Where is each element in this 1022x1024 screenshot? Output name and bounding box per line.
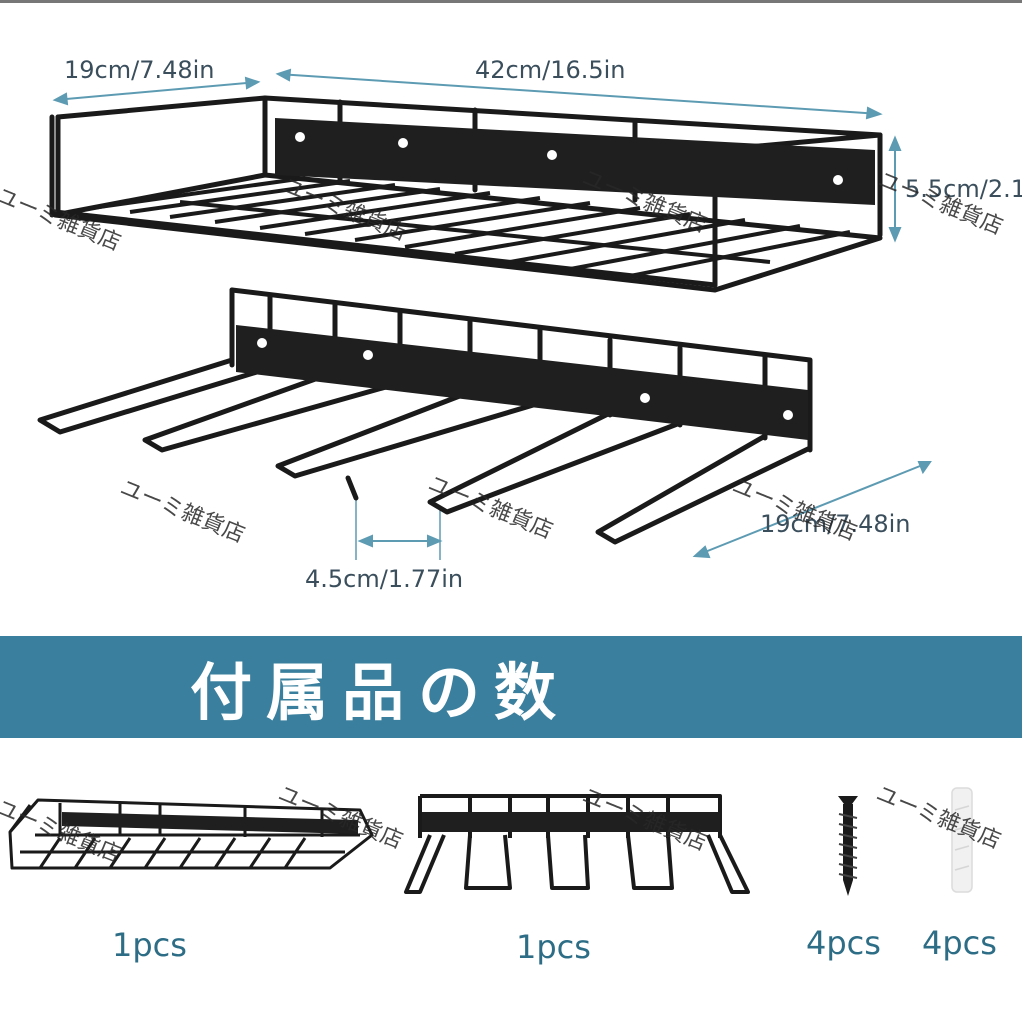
depth-top-dimension-line [54,81,259,101]
drill-holder-illustration [37,287,813,545]
dimension-lines [52,68,932,560]
depth-bottom-dimension-line [694,461,931,557]
width-label: 42cm/16.5in [475,56,626,84]
width-dimension-line [277,73,881,115]
depth-bottom-label: 19cm/7.48in [760,510,911,538]
shelf-count: 1pcs [112,926,187,964]
accessories-banner: 付属品の数 [0,636,1022,738]
top-border [0,0,1022,3]
anchor-count: 4pcs [922,924,997,962]
depth-top-label: 19cm/7.48in [64,56,215,84]
spacing-label: 4.5cm/1.77in [305,565,464,593]
banner-title: 付属品の数 [189,656,570,729]
wall-anchor-icon [951,787,973,893]
wire-shelf-illustration [49,95,883,293]
wire-shelf-icon [8,798,374,870]
screw-count: 4pcs [806,924,881,962]
height-label: 5.5cm/2.16in [905,175,1022,203]
drill-holder-count: 1pcs [516,928,591,966]
screw-icon [838,796,858,896]
